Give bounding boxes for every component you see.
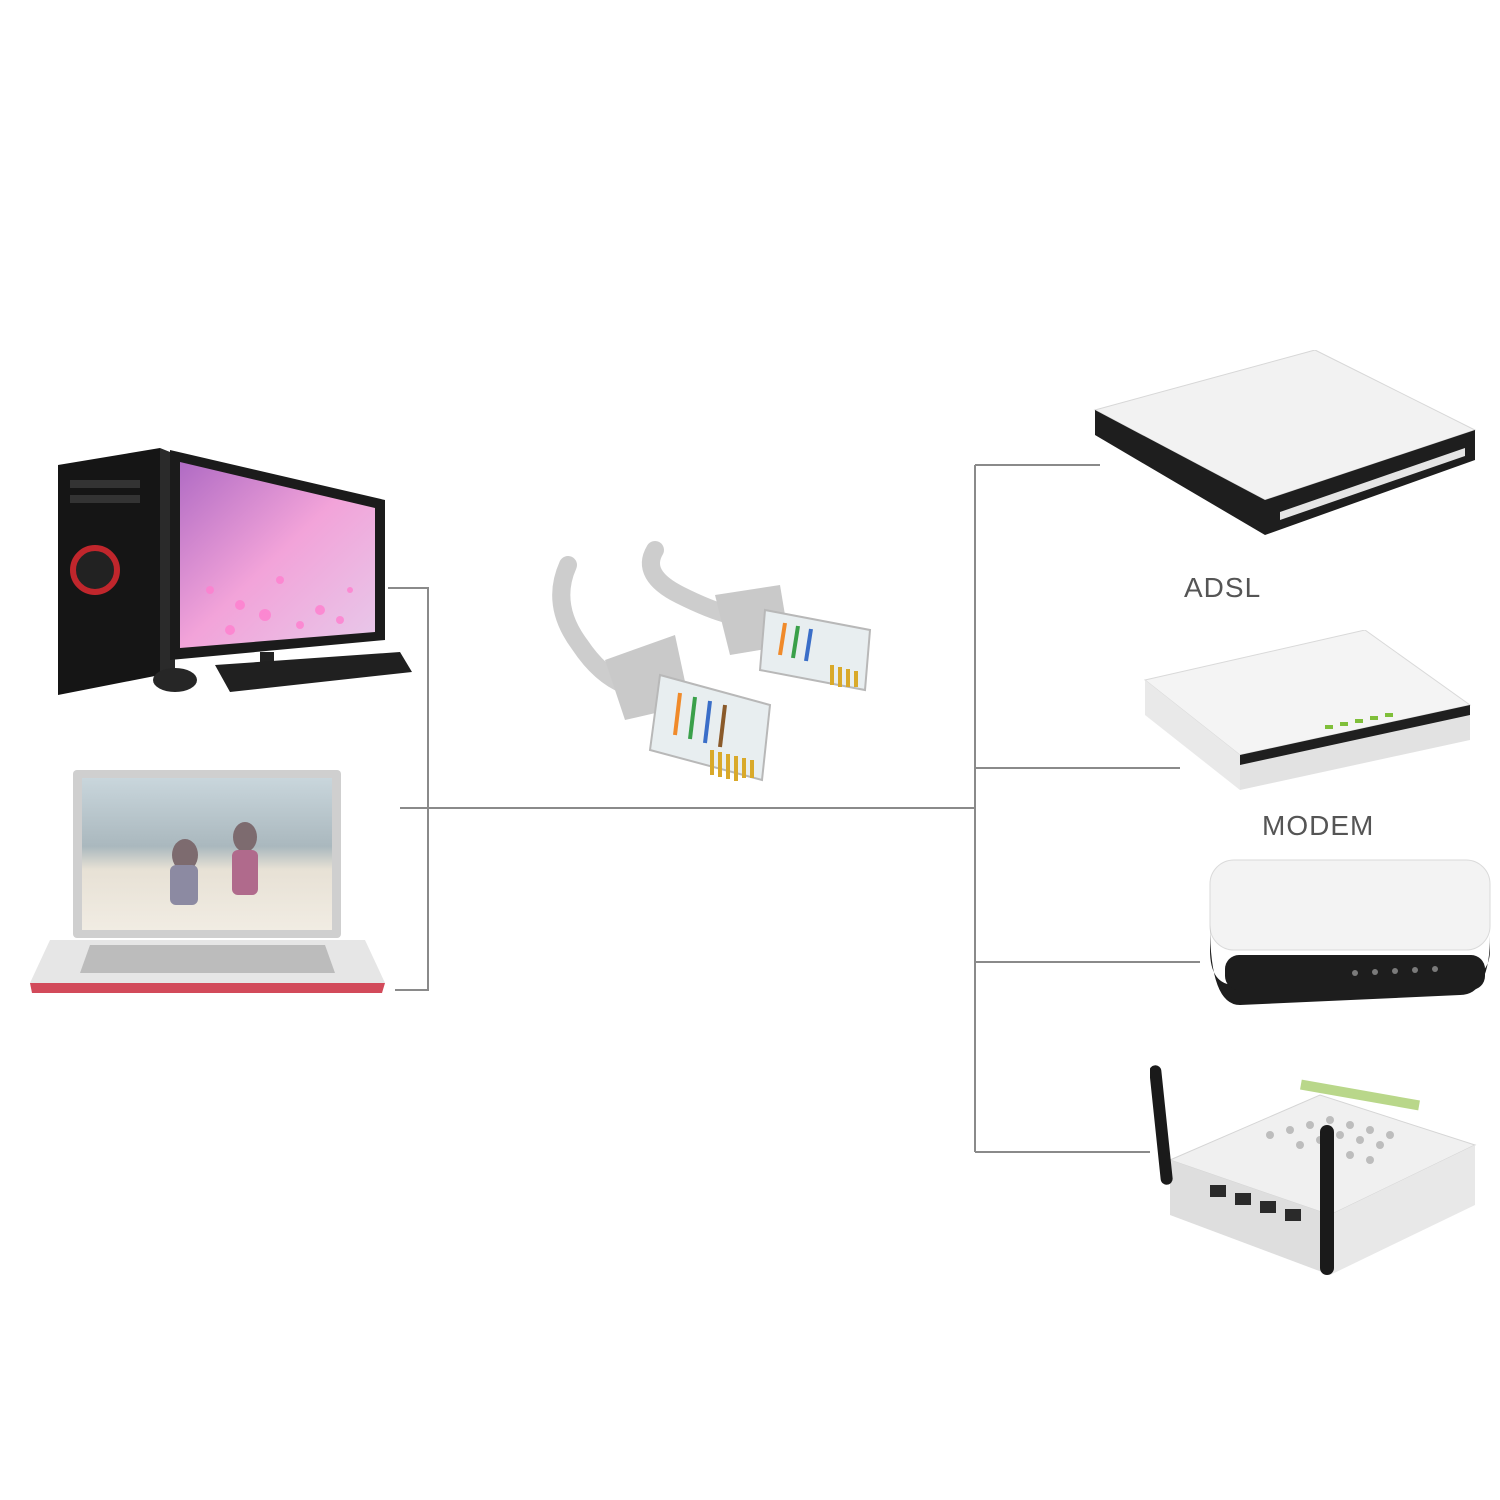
ethernet-cable-image [552, 541, 872, 782]
modem-label: MODEM [1262, 810, 1375, 841]
desktop-computer-image [58, 448, 412, 695]
adsl-device-image [1093, 350, 1477, 535]
adsl-label: ADSL [1184, 572, 1262, 603]
laptop-image [30, 770, 385, 993]
switch-device-image [1209, 859, 1491, 1005]
modem-device-image [1143, 630, 1472, 790]
left-bracket-line [388, 587, 429, 991]
wireless-router-image [1150, 1065, 1477, 1275]
